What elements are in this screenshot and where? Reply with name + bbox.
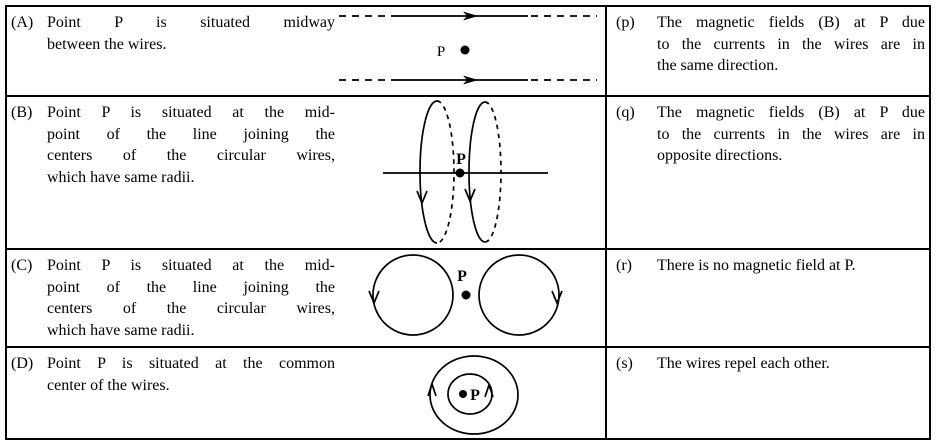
outer-loop [429,355,519,435]
statement-text-B: Point P is situated at the mid-point of … [47,104,335,186]
option-text-r: There is no magnetic field at P. [657,257,856,274]
statement-text-C: Point P is situated at the mid-point of … [47,257,335,339]
point-p-label: P [456,151,466,168]
option-cell-s: (s) The wires repel each other. [607,348,929,438]
loop1-front-arc [419,100,438,244]
point-p-dot [455,168,465,178]
statement-label-A: (A) [11,14,34,31]
loop1-current-arrow-icon [416,190,428,206]
statement-cell-C: (C) Point P is situated at the mid-point… [7,250,607,346]
option-label-q: (q) [616,104,635,121]
right-loop-current-arrow-icon [551,290,563,306]
wire2-current-arrow-icon [463,75,478,85]
statement-label-D: (D) [11,355,34,372]
left-loop-current-arrow-icon [368,290,380,306]
statement-label-B: (B) [11,104,33,121]
inner-loop-current-arrow-icon [484,382,494,398]
loop2-back-arc [484,101,502,243]
concentric-loops-diagram: P [427,355,519,435]
two-coaxial-loops-diagram: P [383,100,548,244]
left-loop [372,254,454,336]
outer-loop-current-arrow-icon [427,381,437,397]
right-loop [478,254,560,336]
point-p-label: P [437,44,445,60]
point-p-dot [460,45,470,55]
point-p-dot [459,390,467,398]
point-p-dot [461,290,471,300]
option-label-p: (p) [616,14,635,31]
table-row-B: (B) Point P is situated at the mid-point… [7,97,929,250]
wire1-current-arrow-icon [463,11,478,21]
point-p-label: P [457,268,467,285]
statement-label-C: (C) [11,257,33,274]
loop2-current-arrow-icon [464,188,476,204]
statement-cell-B: (B) Point P is situated at the mid-point… [7,97,607,248]
option-cell-r: (r) There is no magnetic field at P. [607,250,929,346]
table-row-C: (C) Point P is situated at the mid-point… [7,250,929,348]
loop1-back-arc [436,100,455,244]
point-p-label: P [470,387,480,404]
option-text-s: The wires repel each other. [657,355,830,372]
option-label-r: (r) [616,257,632,274]
option-label-s: (s) [616,355,633,372]
two-parallel-straight-wires-diagram: P [339,11,597,85]
loop2-front-arc [468,101,486,243]
two-side-by-side-loops-diagram: P [368,254,563,336]
